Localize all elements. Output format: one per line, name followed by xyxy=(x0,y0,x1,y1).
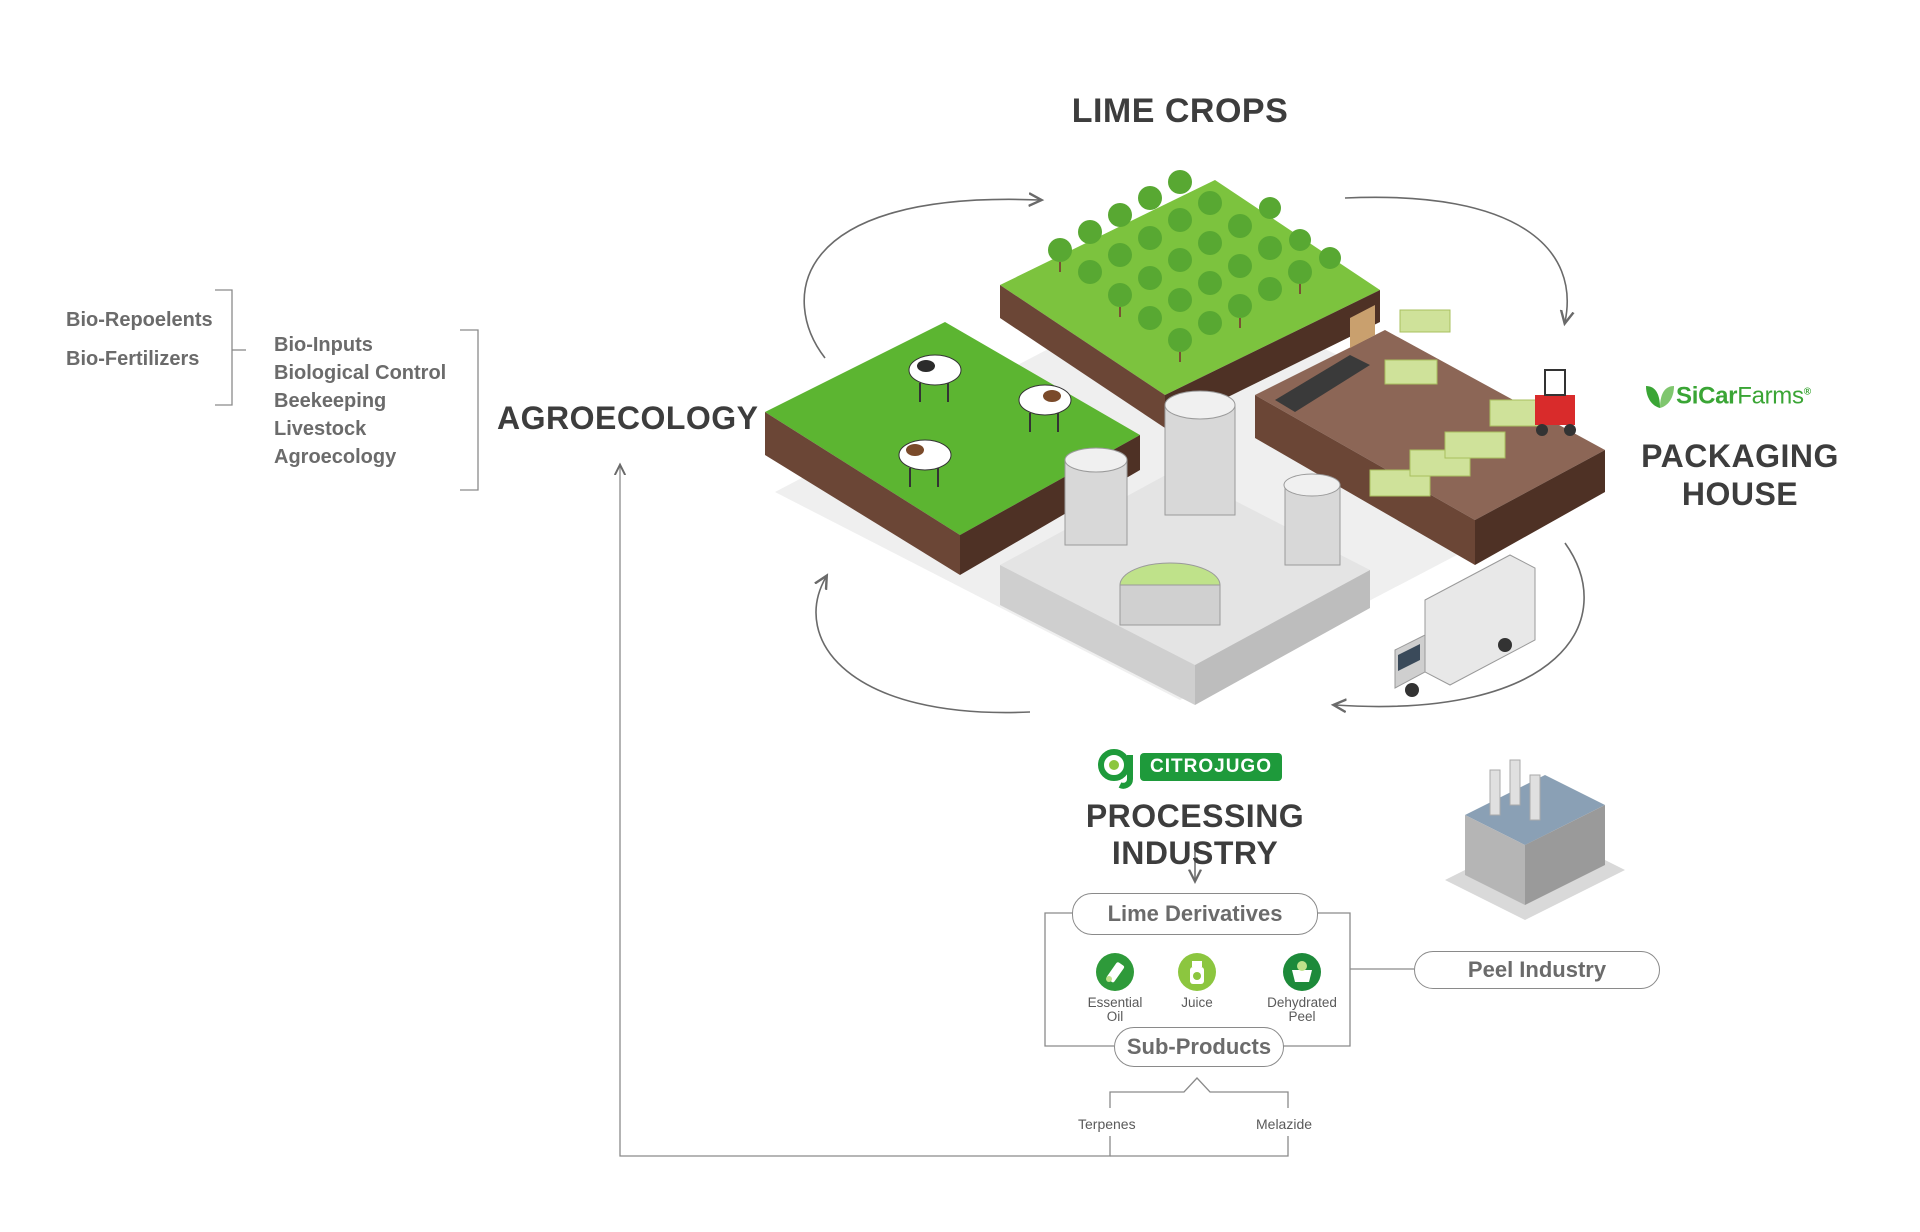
juice-label: Juice xyxy=(1152,996,1242,1010)
label-line: Essential xyxy=(1087,995,1143,1010)
flow-arrow-top-right xyxy=(1344,196,1567,322)
forklift xyxy=(1535,369,1576,436)
flow-arrow-top-left xyxy=(803,199,1040,359)
list-item: Biological Control xyxy=(274,362,447,384)
sicar-logo-text: SiCar xyxy=(1676,382,1738,410)
derivative-item-dehydrated-peel: Dehydrated Peel xyxy=(1257,952,1347,1024)
label-line: Juice xyxy=(1181,995,1213,1010)
sicar-farms-logo: SiCarFarms® xyxy=(1644,382,1811,412)
dehydrated-peel-label: Dehydrated Peel xyxy=(1257,996,1347,1024)
list-item: Beekeeping xyxy=(274,390,387,412)
juice-bottle-icon xyxy=(1178,953,1216,991)
delivery-truck xyxy=(1394,554,1536,697)
lime-crates xyxy=(1369,309,1546,497)
sub-products-label: Sub-Products xyxy=(1114,1027,1284,1067)
agro-input-list-a: Bio-Repoelents Bio-Fertilizers xyxy=(66,306,213,384)
list-item: Bio-Repoelents xyxy=(66,309,213,331)
processing-tanks xyxy=(1064,390,1341,626)
packaging-heading-line2: HOUSE xyxy=(1681,476,1799,512)
peel-industry-label: Peel Industry xyxy=(1414,951,1660,989)
list-item: Agroecology xyxy=(274,446,397,468)
conveyor xyxy=(1275,305,1375,412)
list-item: Bio-Fertilizers xyxy=(66,348,200,370)
derivative-item-essential-oil: Essential Oil xyxy=(1070,952,1160,1024)
lime-trees xyxy=(1048,170,1341,352)
agro-braces xyxy=(215,289,479,491)
registered-mark: ® xyxy=(1803,386,1811,398)
terpenes-label: Terpenes xyxy=(1078,1116,1136,1132)
flow-arrow-bottom-right xyxy=(1335,542,1585,707)
lime-crops-heading: LIME CROPS xyxy=(1071,92,1289,130)
processing-industry-heading: PROCESSING INDUSTRY xyxy=(1085,798,1305,871)
sicar-logo-text-farms: Farms xyxy=(1737,382,1804,410)
lime-derivatives-label: Lime Derivatives xyxy=(1072,893,1318,935)
agroecology-heading: AGROECOLOGY xyxy=(497,400,759,436)
citrojugo-wordmark: CITROJUGO xyxy=(1140,753,1282,781)
leaf-icon xyxy=(1646,386,1674,408)
cows xyxy=(898,354,1072,487)
list-item: Bio-Inputs xyxy=(274,334,373,356)
label-line: Peel xyxy=(1288,1009,1316,1024)
label-line: Dehydrated xyxy=(1267,995,1337,1010)
return-arrow xyxy=(620,466,1111,1157)
list-item: Livestock xyxy=(274,418,367,440)
peel-factory xyxy=(1445,759,1625,920)
citrojugo-logo: CITROJUGO xyxy=(1096,745,1286,789)
agro-input-list-b: Bio-Inputs Biological Control Beekeeping… xyxy=(274,331,446,471)
label-line: Oil xyxy=(1106,1009,1124,1024)
dehydrated-peel-icon xyxy=(1283,953,1321,991)
subproducts-bracket xyxy=(1109,1077,1289,1108)
packaging-house-heading: PACKAGING HOUSE xyxy=(1640,437,1840,513)
melazide-label: Melazide xyxy=(1256,1116,1313,1132)
essential-oil-label: Essential Oil xyxy=(1070,996,1160,1024)
packaging-heading-line1: PACKAGING xyxy=(1641,438,1839,474)
flow-arrow-bottom-left xyxy=(816,577,1031,714)
derivatives-frame xyxy=(1044,912,1414,1047)
derivative-item-juice: Juice xyxy=(1152,952,1242,1010)
cj-monogram-icon xyxy=(1098,749,1133,789)
essential-oil-icon xyxy=(1096,953,1134,991)
